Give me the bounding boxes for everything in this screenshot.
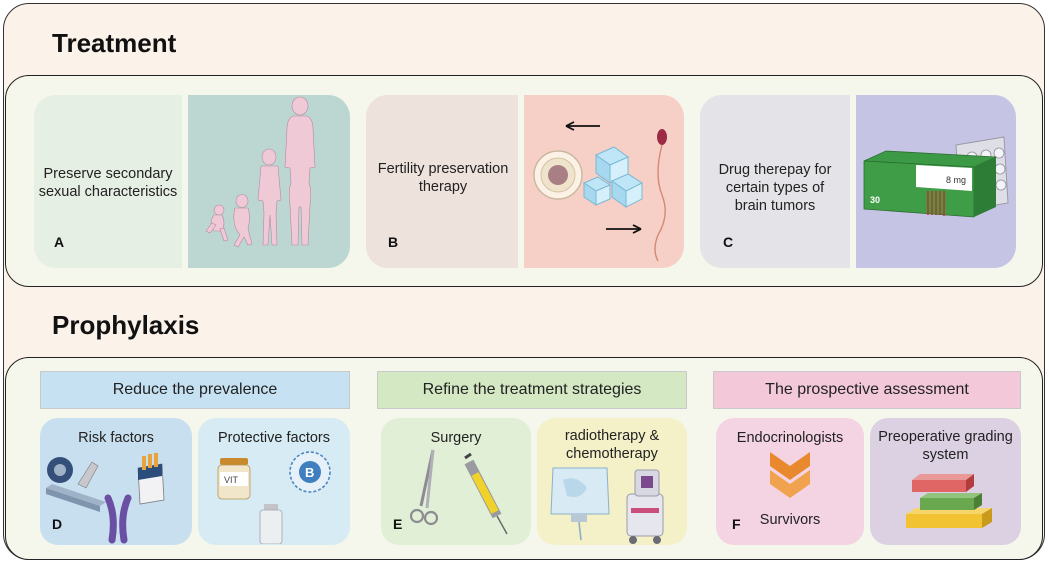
downward-chevrons-icon bbox=[770, 452, 810, 498]
svg-text:B: B bbox=[305, 465, 314, 480]
radiotherapy-chemotherapy-card: radiotherapy & chemotherapy bbox=[537, 418, 687, 545]
treatment-card-c-text: Drug therepay for certain types of brain… bbox=[718, 162, 832, 214]
iv-bag-and-radiotherapy-machine-icon bbox=[550, 467, 664, 544]
treatment-title: Treatment bbox=[52, 28, 177, 58]
protective-factors-label: Protective factors bbox=[217, 430, 330, 446]
protective-factors-card: Protective factors VIT B bbox=[198, 418, 350, 545]
treatment-card-c-text-area bbox=[700, 95, 850, 268]
prophylaxis-title: Prophylaxis bbox=[52, 310, 200, 340]
surgery-card: Surgery E bbox=[381, 418, 531, 545]
endocrinologists-card: Endocrinologists Survivors F bbox=[716, 418, 864, 545]
treatment-card-a: Preserve secondary sexual characteristic… bbox=[34, 95, 350, 268]
prophylaxis-group-d-letter: D bbox=[52, 516, 63, 532]
prophylaxis-banner-prospective-assessment: The prospective assessment bbox=[713, 371, 1021, 409]
surgery-label: Surgery bbox=[430, 430, 482, 446]
treatment-card-c-letter: C bbox=[723, 234, 734, 250]
prophylaxis-banner-refine-treatment: Refine the treatment strategies bbox=[377, 371, 687, 409]
treatment-card-a-text: Preserve secondary sexual characteristic… bbox=[38, 166, 178, 200]
egg-sperm-cryopreservation-icon bbox=[533, 121, 667, 262]
treatment-card-b-image-area bbox=[524, 95, 684, 268]
scissors-and-syringe-icon bbox=[409, 449, 508, 535]
risk-factors-card: Risk factors D bbox=[40, 418, 192, 545]
microscope-cigarettes-chromosome-icon bbox=[46, 453, 165, 544]
prophylaxis-banner-reduce-prevalence: Reduce the prevalence bbox=[40, 371, 350, 409]
treatment-card-c-image-area: 8 mg 30 bbox=[856, 95, 1016, 268]
endocrinologists-label: Endocrinologists bbox=[736, 430, 844, 446]
treatment-card-b-letter: B bbox=[388, 234, 399, 250]
prophylaxis-group-f-letter: F bbox=[732, 516, 741, 532]
svg-text:30: 30 bbox=[870, 195, 880, 205]
human-growth-silhouettes-icon bbox=[205, 96, 316, 248]
vitamin-bottle-and-b-vitamin-icon: VIT B bbox=[217, 451, 331, 544]
treatment-card-a-divider bbox=[182, 95, 188, 268]
treatment-card-b-divider bbox=[518, 95, 524, 268]
treatment-card-b-text: Fertility preservation therapy bbox=[377, 161, 509, 195]
preoperative-grading-card: Preoperative grading system bbox=[870, 418, 1021, 545]
treatment-card-c-divider bbox=[850, 95, 856, 268]
svg-text:VIT: VIT bbox=[224, 475, 239, 485]
treatment-card-b-text-area bbox=[366, 95, 518, 268]
survivors-label: Survivors bbox=[759, 512, 821, 528]
treatment-card-a-text-area bbox=[34, 95, 182, 268]
svg-text:8 mg: 8 mg bbox=[946, 175, 966, 185]
radiotherapy-chemotherapy-label: radiotherapy & chemotherapy bbox=[564, 428, 660, 462]
risk-factors-label: Risk factors bbox=[78, 430, 154, 446]
medicine-box-and-pills-icon: 8 mg 30 bbox=[863, 136, 1009, 218]
treatment-card-a-image-area bbox=[188, 95, 350, 268]
preoperative-grading-label: Preoperative grading system bbox=[878, 429, 1013, 463]
treatment-card-a-letter: A bbox=[54, 234, 65, 250]
treatment-card-c: 8 mg 30 Drug therepay for certain types … bbox=[700, 95, 1016, 268]
treatment-card-b: Fertility preservation therapy B bbox=[366, 95, 684, 268]
stacked-grading-blocks-icon bbox=[906, 474, 992, 528]
prophylaxis-group-e-letter: E bbox=[393, 516, 403, 532]
